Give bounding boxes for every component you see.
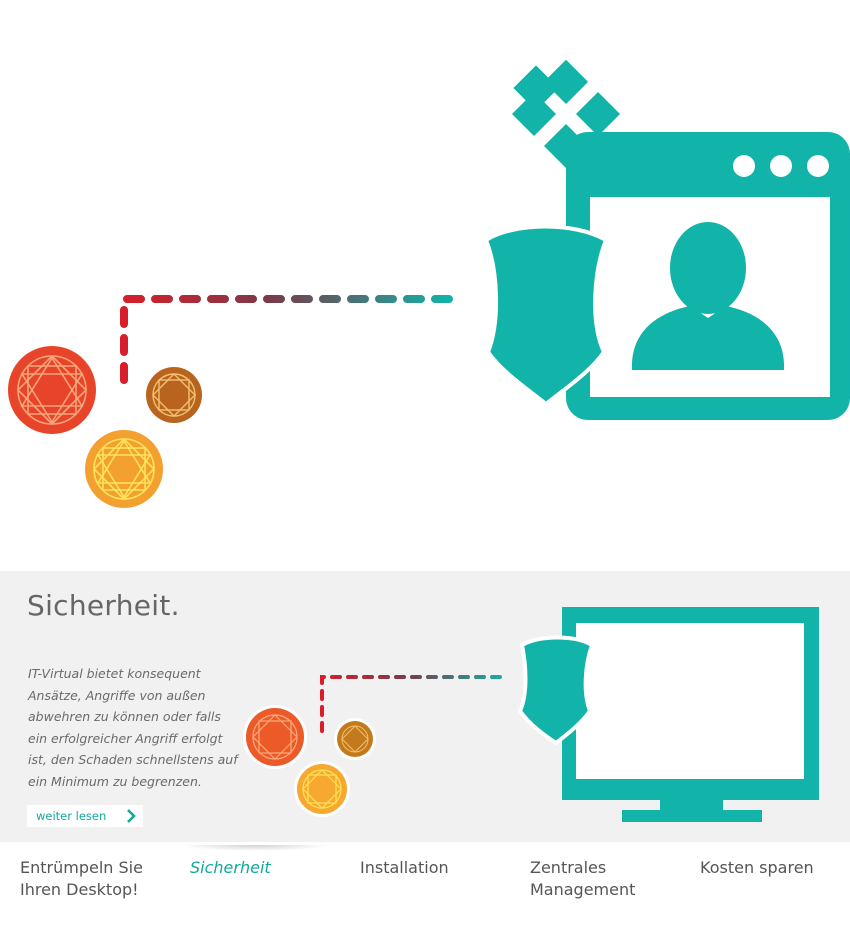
window-dot-icon — [733, 155, 755, 177]
panel-illustration — [243, 607, 819, 822]
browser-window-icon — [566, 132, 850, 420]
user-icon — [631, 222, 785, 370]
feature-panel: Sicherheit. IT-Virtual bietet konsequent… — [0, 571, 850, 842]
active-tab-shadow — [180, 845, 330, 851]
feature-nav: Entrümpeln Sie Ihren Desktop! Sicherheit… — [0, 845, 850, 929]
monitor-icon — [562, 607, 819, 822]
read-more-label: weiter lesen — [36, 809, 107, 823]
nav-item-installation[interactable]: Installation — [360, 858, 449, 877]
panel-description: IT-Virtual bietet konsequent Ansätze, An… — [28, 666, 238, 789]
hero-illustration — [8, 59, 850, 508]
connection-dashed-line — [120, 295, 454, 384]
virus-orb-icon — [334, 718, 376, 760]
connection-dashed-line — [320, 675, 510, 733]
virus-orb-icon — [85, 430, 163, 508]
shield-icon — [517, 635, 595, 746]
virus-orb-icon — [294, 761, 350, 817]
chevron-right-icon — [127, 809, 136, 823]
read-more-button[interactable]: weiter lesen — [27, 805, 143, 827]
panel-title: Sicherheit. — [27, 589, 180, 622]
shield-icon — [483, 224, 609, 407]
nav-item-kosten[interactable]: Kosten sparen — [700, 858, 814, 877]
virus-orb-icon — [146, 367, 202, 423]
virus-orb-icon — [243, 705, 307, 769]
nav-item-sicherheit[interactable]: Sicherheit — [190, 858, 271, 877]
window-dot-icon — [807, 155, 829, 177]
nav-item-desktop[interactable]: Entrümpeln Sie Ihren Desktop! — [20, 858, 143, 899]
nav-item-management[interactable]: Zentrales Management — [530, 858, 636, 899]
window-dot-icon — [770, 155, 792, 177]
virus-orb-icon — [8, 346, 96, 434]
